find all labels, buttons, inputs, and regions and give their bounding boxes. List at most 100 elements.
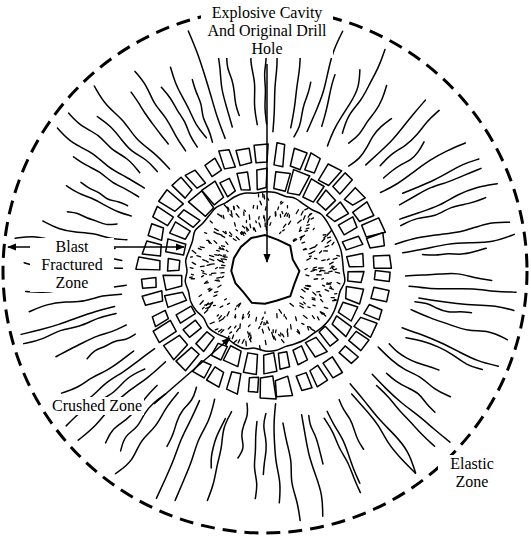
crushed-particle <box>321 300 323 302</box>
fracture-block <box>364 305 382 320</box>
crushed-particle <box>227 207 229 212</box>
crushed-particle <box>264 312 265 314</box>
crushed-particle <box>282 334 284 337</box>
fracture-block <box>290 148 307 170</box>
zone-label: Blast Fractured Zone <box>30 238 114 292</box>
elastic-boundary <box>3 9 527 533</box>
crushed-particle <box>242 232 244 233</box>
crushed-particle <box>204 282 208 284</box>
crushed-particle <box>323 234 326 236</box>
crushed-particle <box>317 291 320 293</box>
crushed-particle <box>285 317 286 319</box>
fracture-block <box>227 372 241 394</box>
crushed-particle <box>262 317 263 319</box>
crack-line <box>389 344 439 370</box>
crushed-particle <box>334 268 336 270</box>
crushed-particle <box>314 266 317 268</box>
crushed-particle <box>279 334 281 336</box>
fracture-block <box>344 188 365 206</box>
crushed-particle <box>323 313 326 316</box>
crushed-particle <box>230 332 232 333</box>
crushed-particle <box>305 269 307 270</box>
crushed-particle <box>309 253 311 255</box>
crushed-particle <box>206 307 210 309</box>
crushed-particle <box>215 329 218 330</box>
crack-line <box>309 416 323 464</box>
fracture-block <box>141 277 156 288</box>
crushed-particle <box>211 303 213 305</box>
crushed-particle <box>320 295 321 296</box>
crushed-particle <box>311 251 315 253</box>
leader-line <box>266 64 268 262</box>
crushed-particle <box>330 286 331 288</box>
fracture-block <box>136 257 160 270</box>
fracture-block <box>367 233 385 248</box>
crushed-particle <box>239 324 241 328</box>
crushed-particle <box>259 223 261 227</box>
crushed-particle <box>308 306 310 308</box>
crushed-particle <box>307 224 309 226</box>
fracture-block <box>278 352 289 370</box>
fracture-block <box>374 271 390 282</box>
crushed-particle <box>237 304 240 306</box>
crushed-particle <box>192 250 195 253</box>
crack-line <box>227 56 240 116</box>
fracture-block <box>170 222 191 239</box>
crushed-particle <box>254 228 256 232</box>
leader-line <box>154 338 230 404</box>
crushed-particle <box>300 227 301 230</box>
crushed-particle <box>232 335 233 339</box>
fracture-block <box>260 376 276 399</box>
crushed-particle <box>215 229 219 231</box>
crushed-particle <box>272 330 273 333</box>
crushed-particle <box>248 311 249 314</box>
crushed-particle <box>293 240 295 241</box>
crushed-particle <box>280 232 281 234</box>
crushed-particle <box>302 323 304 324</box>
crack-line <box>274 404 280 503</box>
crushed-particle <box>238 303 240 307</box>
crack-line <box>211 418 225 468</box>
crushed-particle <box>267 321 268 324</box>
fracture-block <box>293 346 307 365</box>
crushed-particle <box>287 206 288 208</box>
crushed-particle <box>244 210 245 211</box>
crushed-particle <box>276 314 278 318</box>
crushed-particle <box>275 330 277 333</box>
crushed-particle <box>214 232 218 234</box>
crushed-particle <box>269 216 271 219</box>
crushed-particle <box>308 327 309 330</box>
crushed-particle <box>210 289 213 291</box>
crushed-particle <box>220 306 223 307</box>
crushed-particle <box>210 322 214 324</box>
crushed-particle <box>203 273 207 274</box>
crushed-particle <box>226 250 228 251</box>
fracture-block <box>339 346 358 364</box>
crushed-particle <box>328 236 331 238</box>
fracture-blocks <box>136 143 392 399</box>
crushed-particle <box>241 233 244 236</box>
crack-line <box>29 294 121 312</box>
crushed-particle <box>202 276 204 277</box>
crack-line <box>342 49 385 133</box>
crushed-particle <box>230 214 232 216</box>
crushed-particle <box>332 269 334 270</box>
crushed-particle <box>312 299 315 301</box>
crack-line <box>283 423 300 520</box>
crushed-particle <box>302 289 305 292</box>
crushed-particle <box>322 278 324 280</box>
crushed-particle <box>219 316 222 319</box>
crushed-particle <box>306 274 309 276</box>
zone-label: Crushed Zone <box>50 397 144 415</box>
fracture-block <box>275 376 292 397</box>
crushed-particle <box>218 285 221 287</box>
crushed-particle <box>264 217 266 221</box>
crushed-particle <box>303 316 307 319</box>
crushed-particle <box>335 293 337 295</box>
crushed-particle <box>222 262 224 263</box>
fracture-block <box>152 310 168 326</box>
crushed-particle <box>313 292 316 295</box>
crack-line <box>302 415 323 517</box>
crack-line <box>366 100 426 165</box>
crack-line <box>423 248 487 255</box>
